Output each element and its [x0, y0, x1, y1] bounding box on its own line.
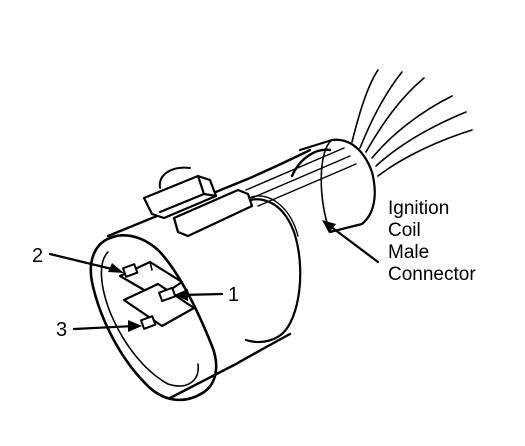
pin-label-3: 3 — [56, 319, 67, 341]
terminal-pin-3 — [139, 315, 157, 330]
middle-collar — [234, 195, 302, 344]
leader-pin-2 — [48, 252, 124, 273]
wire-bundle — [351, 69, 473, 177]
leader-pin-1 — [174, 289, 224, 301]
leader-description — [322, 220, 380, 264]
description-label-line-4: Connector — [388, 264, 476, 285]
pin-label-1: 1 — [228, 284, 239, 306]
locking-tab-rear — [142, 174, 218, 220]
description-label-line-2: Coil — [388, 220, 421, 241]
terminal-pin-1 — [158, 286, 177, 303]
terminal-pin-2 — [121, 263, 139, 278]
locking-tab-front — [172, 188, 254, 238]
leader-pin-3 — [72, 320, 142, 332]
top-bump — [158, 166, 191, 189]
connector-housing — [106, 148, 332, 400]
pin-label-2: 2 — [32, 245, 43, 267]
description-label-line-1: Ignition — [388, 198, 449, 219]
housing-ribs — [245, 147, 357, 207]
connector-front-face — [89, 234, 218, 402]
description-label-line-3: Male — [388, 242, 429, 263]
rear-collar — [298, 138, 376, 234]
